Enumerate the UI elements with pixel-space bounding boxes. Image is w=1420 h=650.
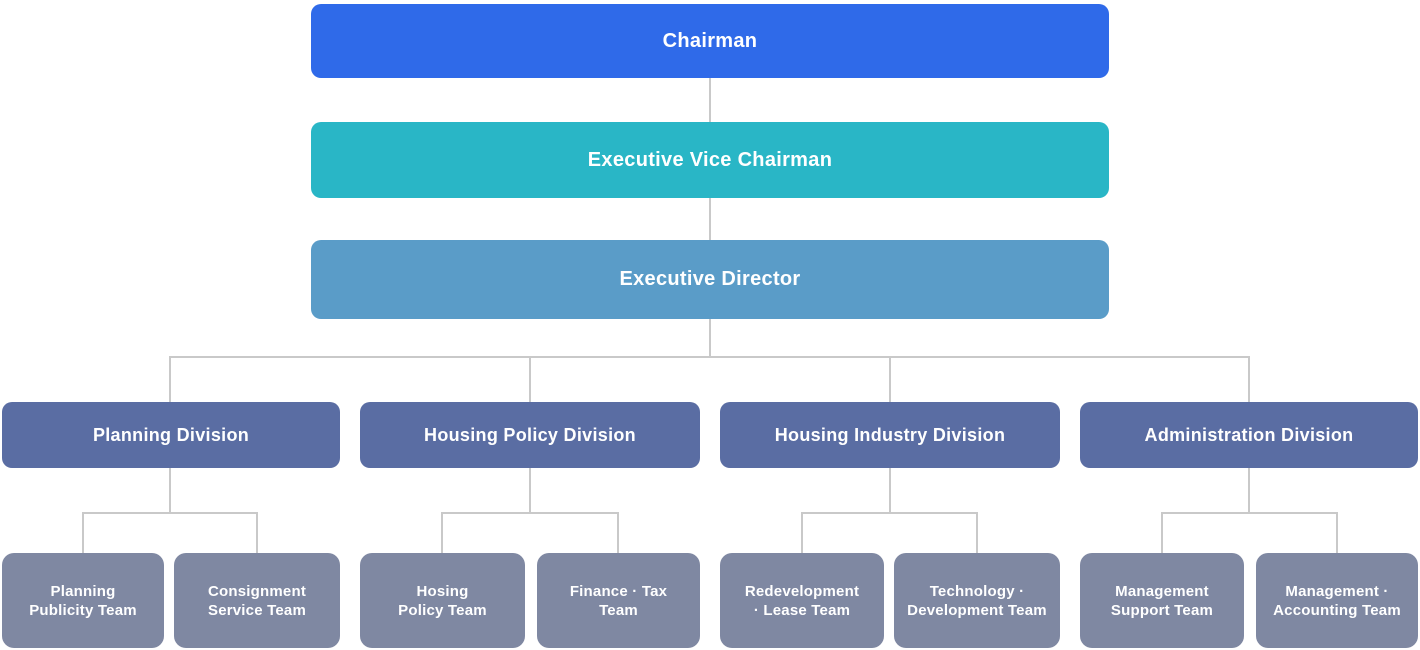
team-label-line2: Team [599, 601, 638, 619]
connector-division-sub [529, 468, 531, 514]
connector-team-drop [801, 512, 803, 553]
connector-division-drop [1248, 356, 1250, 402]
node-division-administration: Administration Division [1080, 402, 1418, 468]
team-label-line2: Accounting Team [1273, 601, 1401, 619]
connector-team-drop [617, 512, 619, 553]
team-label-line2: · Lease Team [753, 601, 851, 619]
team-label-line2: Support Team [1110, 601, 1214, 619]
team-label-line1: Planning [50, 582, 116, 600]
connector-chairman-vice [709, 78, 711, 122]
node-chairman-label: Chairman [662, 29, 758, 52]
node-team-redevelopment-lease: Redevelopment · Lease Team [720, 553, 884, 648]
division-label: Housing Policy Division [424, 424, 636, 445]
node-division-planning: Planning Division [2, 402, 340, 468]
connector-team-drop [82, 512, 84, 553]
division-label: Housing Industry Division [774, 424, 1006, 445]
connector-teams-rail [82, 512, 258, 514]
connector-division-drop [169, 356, 171, 402]
team-label-line2: Service Team [207, 601, 307, 619]
connector-team-drop [441, 512, 443, 553]
node-executive-director: Executive Director [311, 240, 1109, 319]
team-label-line1: Technology · [929, 582, 1025, 600]
node-executive-director-label: Executive Director [619, 268, 801, 290]
connector-division-sub [1248, 468, 1250, 514]
node-executive-vice-chairman: Executive Vice Chairman [311, 122, 1109, 198]
node-team-consignment-service: Consignment Service Team [174, 553, 340, 648]
connector-team-drop [1336, 512, 1338, 553]
connector-teams-rail [1161, 512, 1338, 514]
connector-teams-rail [441, 512, 619, 514]
connector-director-drop [709, 319, 711, 357]
team-label-line1: Management [1115, 582, 1209, 600]
division-label: Planning Division [92, 424, 250, 445]
node-team-hosing-policy: Hosing Policy Team [360, 553, 525, 648]
node-executive-vice-chairman-label: Executive Vice Chairman [587, 148, 833, 171]
connector-team-drop [976, 512, 978, 553]
node-division-housing-industry: Housing Industry Division [720, 402, 1060, 468]
node-division-housing-policy: Housing Policy Division [360, 402, 700, 468]
connector-division-sub [889, 468, 891, 514]
node-team-management-accounting: Management · Accounting Team [1256, 553, 1418, 648]
connector-vice-director [709, 198, 711, 240]
team-label-line2: Publicity Team [29, 601, 137, 619]
team-label-line1: Management · [1285, 582, 1389, 600]
node-chairman: Chairman [311, 4, 1109, 78]
node-team-finance-tax: Finance · Tax Team [537, 553, 700, 648]
connector-team-drop [1161, 512, 1163, 553]
division-label: Administration Division [1144, 424, 1354, 445]
connector-team-drop [256, 512, 258, 553]
node-team-planning-publicity: Planning Publicity Team [2, 553, 164, 648]
connector-teams-rail [801, 512, 978, 514]
node-team-management-support: Management Support Team [1080, 553, 1244, 648]
node-team-technology-development: Technology · Development Team [894, 553, 1060, 648]
team-label-line1: Consignment [207, 582, 307, 600]
connector-division-drop [889, 356, 891, 402]
team-label-line1: Redevelopment [744, 582, 860, 600]
team-label-line1: Hosing [416, 582, 469, 600]
team-label-line1: Finance · Tax [569, 582, 668, 600]
connector-divisions-rail [169, 356, 1250, 358]
connector-division-drop [529, 356, 531, 402]
team-label-line2: Development Team [907, 601, 1047, 619]
team-label-line2: Policy Team [398, 601, 487, 619]
connector-division-sub [169, 468, 171, 514]
